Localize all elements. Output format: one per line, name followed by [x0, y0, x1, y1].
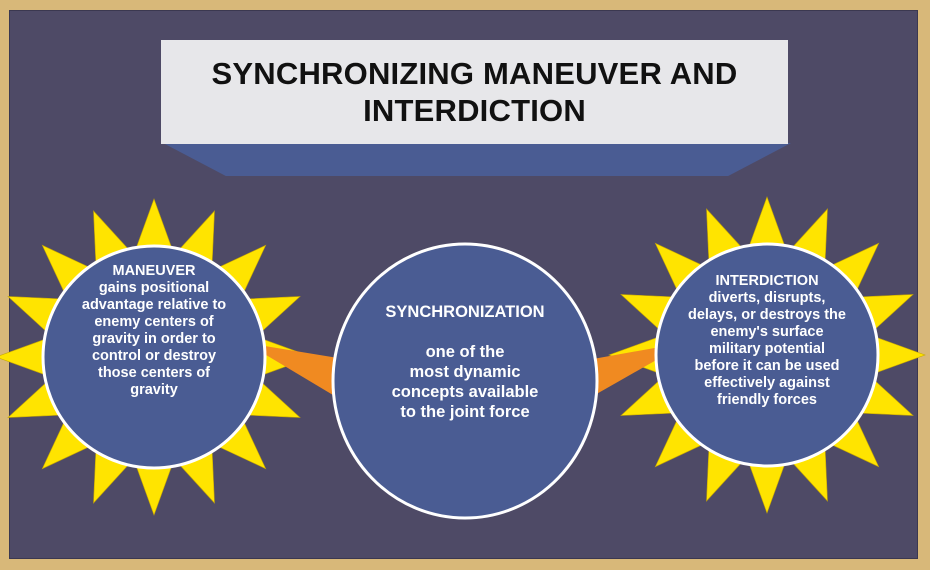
interdiction-line: enemy's surface: [710, 324, 824, 340]
synchronization-line: concepts available: [391, 383, 539, 401]
maneuver-line: control or destroy: [91, 348, 217, 364]
maneuver-line: gains positional: [98, 280, 210, 296]
maneuver-line: those centers of: [98, 365, 210, 381]
page-title: SYNCHRONIZING MANEUVER AND INTERDICTION: [212, 55, 738, 129]
interdiction-line: friendly forces: [717, 392, 817, 408]
maneuver-heading: MANEUVER: [112, 263, 196, 279]
interdiction-circle: [654, 242, 880, 468]
interdiction-line: diverts, disrupts,: [708, 290, 826, 306]
interdiction-heading: INTERDICTION: [715, 273, 819, 289]
synchronization-text: SYNCHRONIZATION one of the most dynamic …: [355, 302, 575, 422]
synchronization-line: most dynamic: [409, 363, 521, 381]
maneuver-text: MANEUVER gains positional advantage rela…: [54, 263, 254, 399]
title-banner: SYNCHRONIZING MANEUVER AND INTERDICTION: [161, 40, 788, 144]
synchronization-line: one of the: [425, 343, 505, 361]
synchronization-circle: [331, 242, 599, 520]
interdiction-line: delays, or destroys the: [688, 307, 846, 323]
interdiction-line: military potential: [708, 341, 826, 357]
title-line-2: INTERDICTION: [363, 93, 586, 128]
interdiction-text: INTERDICTION diverts, disrupts, delays, …: [667, 273, 867, 409]
title-banner-shadow: [163, 143, 791, 176]
title-line-1: SYNCHRONIZING MANEUVER AND: [211, 56, 738, 91]
maneuver-line: gravity: [130, 382, 178, 398]
maneuver-line: gravity in order to: [92, 331, 216, 347]
left-connector-wedge: [246, 343, 338, 398]
maneuver-line: enemy centers of: [94, 314, 214, 330]
maneuver-line: advantage relative to: [81, 297, 227, 313]
maneuver-circle: [41, 244, 267, 470]
synchronization-heading: SYNCHRONIZATION: [385, 303, 545, 321]
synchronization-line: to the joint force: [400, 403, 530, 421]
interdiction-line: before it can be used: [694, 358, 840, 374]
interdiction-line: effectively against: [704, 375, 830, 391]
